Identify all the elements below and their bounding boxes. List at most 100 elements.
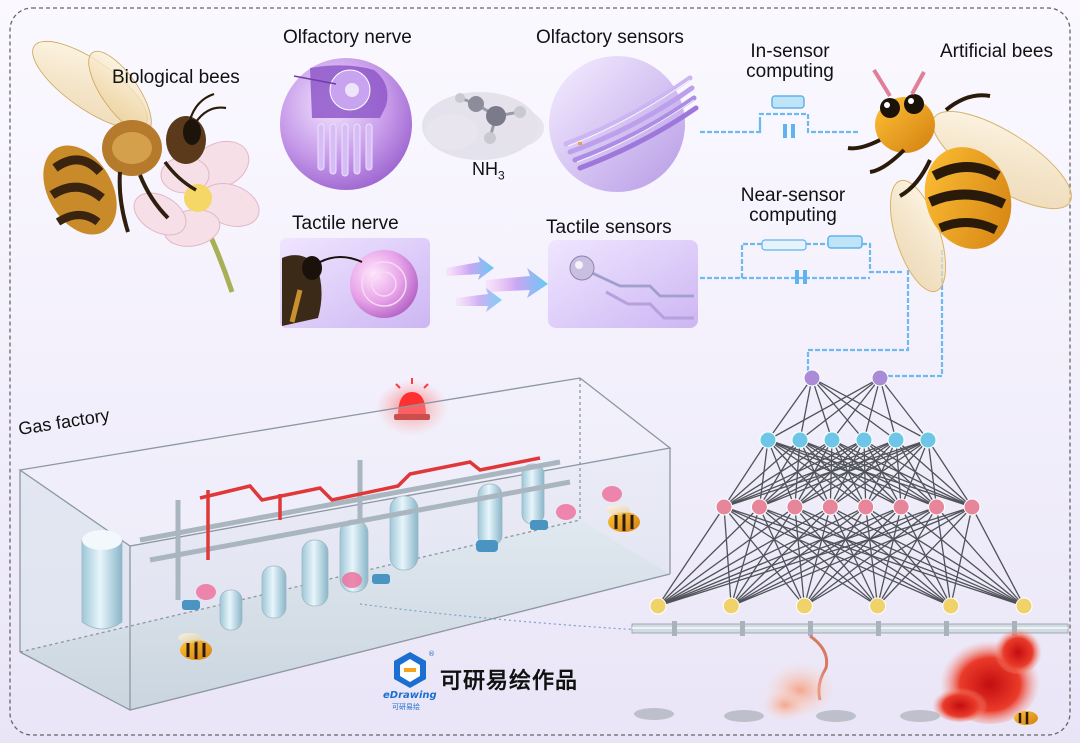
nn-connection bbox=[831, 439, 973, 508]
nn-connection bbox=[794, 506, 806, 607]
nn-connection bbox=[723, 439, 929, 508]
pipeline-leak-illustration bbox=[631, 621, 1069, 725]
nn-connection bbox=[831, 439, 937, 508]
nn-connection bbox=[877, 506, 938, 607]
nn-connection bbox=[799, 439, 973, 508]
nn-node-layer-2 bbox=[919, 431, 937, 449]
nn-connection bbox=[657, 506, 902, 607]
nn-connection bbox=[877, 506, 973, 607]
small-bee-factory-left bbox=[178, 633, 212, 660]
nh3-subscript: 3 bbox=[498, 168, 505, 183]
nn-connection bbox=[804, 506, 973, 607]
nn-connection bbox=[971, 506, 1025, 607]
nn-node-layer-2 bbox=[855, 431, 873, 449]
label-tactile-sensors: Tactile sensors bbox=[546, 217, 672, 238]
brand-logo-cn: 可研易绘 bbox=[392, 703, 420, 711]
nn-node-layer-4 bbox=[649, 597, 667, 615]
factory-pipeline-link bbox=[359, 603, 641, 631]
nn-node-layer-2 bbox=[823, 431, 841, 449]
nn-connection bbox=[723, 506, 805, 607]
nn-connection bbox=[759, 439, 929, 508]
nn-connection bbox=[831, 439, 867, 508]
nn-connection bbox=[767, 439, 867, 508]
nn-connection bbox=[829, 506, 1025, 607]
nn-connection bbox=[794, 439, 929, 508]
nn-connection bbox=[900, 506, 952, 607]
nn-connection bbox=[863, 439, 902, 508]
nn-connection bbox=[657, 506, 760, 607]
nn-node-layer-3 bbox=[892, 498, 910, 516]
registered-mark: ® bbox=[428, 650, 435, 658]
edrawing-logo: ® bbox=[394, 650, 435, 688]
nn-connection bbox=[865, 506, 1025, 607]
nn-node-layer-1 bbox=[803, 369, 821, 387]
nn-connection bbox=[723, 439, 769, 508]
nn-connection bbox=[935, 506, 952, 607]
nn-connection bbox=[879, 377, 929, 441]
nn-connection bbox=[895, 439, 902, 508]
nn-connection bbox=[863, 439, 973, 508]
biological-bee-illustration bbox=[32, 40, 260, 293]
nn-node-layer-4 bbox=[722, 597, 740, 615]
brand-logo-en: eDrawing bbox=[383, 690, 437, 701]
nn-connection bbox=[723, 439, 865, 508]
nn-connection bbox=[730, 506, 937, 607]
nn-connection bbox=[794, 506, 1025, 607]
nn-connection bbox=[767, 439, 796, 508]
nn-connection bbox=[865, 439, 897, 508]
nn-connection bbox=[865, 439, 929, 508]
nn-connection bbox=[767, 439, 937, 508]
nn-connection bbox=[811, 377, 865, 441]
label-olfactory-sensors: Olfactory sensors bbox=[536, 27, 684, 48]
nn-node-layer-3 bbox=[857, 498, 875, 516]
label-near-sensor-computing: Near-sensor computing bbox=[741, 186, 846, 226]
nn-connection bbox=[927, 439, 938, 508]
nn-connection bbox=[799, 377, 813, 441]
nn-connection bbox=[657, 506, 725, 607]
nn-node-layer-2 bbox=[887, 431, 905, 449]
nn-connection bbox=[730, 506, 973, 607]
nn-connection bbox=[811, 377, 897, 441]
nn-connection bbox=[799, 377, 881, 441]
nn-node-layer-1 bbox=[871, 369, 889, 387]
nn-connection bbox=[758, 439, 833, 508]
artificial-bee-illustration bbox=[847, 68, 1072, 293]
nn-node-layer-4 bbox=[942, 597, 960, 615]
nn-connection bbox=[865, 506, 879, 607]
label-near-sensor-line1: Near-sensor bbox=[740, 185, 846, 206]
nn-connection bbox=[758, 439, 801, 508]
nn-connection bbox=[767, 377, 813, 441]
nn-connection bbox=[759, 506, 952, 607]
nn-connection bbox=[865, 506, 952, 607]
nn-connection bbox=[895, 439, 938, 508]
nn-connection bbox=[829, 439, 833, 508]
nn-connection bbox=[759, 506, 879, 607]
nn-connection bbox=[829, 439, 865, 508]
nn-connection bbox=[879, 377, 897, 441]
nn-node-layer-4 bbox=[795, 597, 813, 615]
nn-connection bbox=[829, 439, 929, 508]
nn-connection bbox=[895, 439, 973, 508]
nn-node-layer-2 bbox=[759, 431, 777, 449]
label-olfactory-nerve: Olfactory nerve bbox=[283, 27, 412, 48]
nn-node-layer-2 bbox=[791, 431, 809, 449]
label-tactile-nerve: Tactile nerve bbox=[292, 213, 399, 234]
nn-connection bbox=[794, 506, 952, 607]
nn-connection bbox=[767, 377, 881, 441]
nn-node-layer-3 bbox=[963, 498, 981, 516]
label-artificial-bees: Artificial bees bbox=[940, 41, 1053, 62]
nn-connection bbox=[950, 506, 973, 607]
nn-node-layer-3 bbox=[928, 498, 946, 516]
nn-connection bbox=[794, 506, 879, 607]
nn-connection bbox=[794, 439, 801, 508]
nn-connection bbox=[657, 506, 831, 607]
small-bee-factory-right bbox=[606, 505, 640, 532]
nn-connection bbox=[723, 506, 878, 607]
nn-connection bbox=[927, 439, 973, 508]
olfactory-sensors-illustration bbox=[549, 56, 699, 192]
nn-connection bbox=[758, 439, 769, 508]
brand-text: 可研易绘作品 bbox=[440, 669, 579, 694]
nn-node-layer-3 bbox=[715, 498, 733, 516]
nn-node-layer-3 bbox=[786, 498, 804, 516]
